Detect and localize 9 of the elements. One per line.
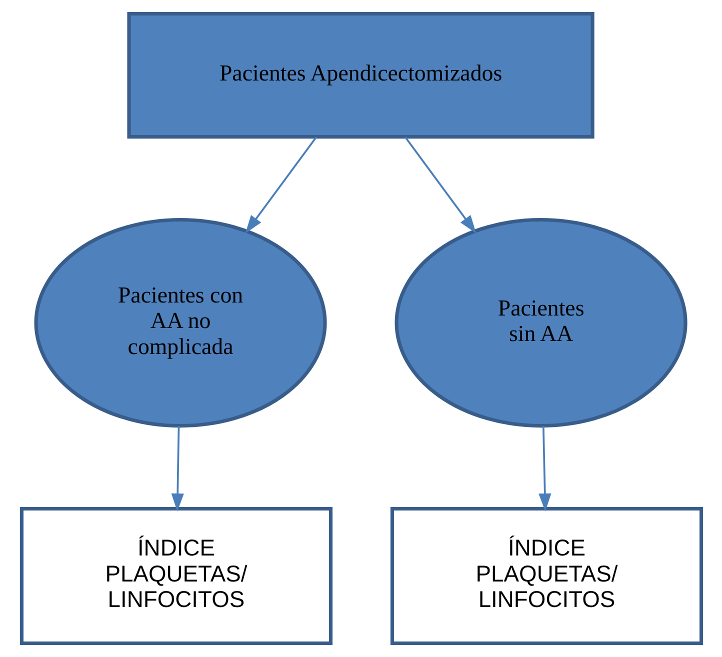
arrow [244,136,316,234]
node-box: Pacientes Apendicectomizados [126,12,594,139]
node-ellipse: Pacientes sin AA [394,218,687,428]
node-box: ÍNDICE PLAQUETAS/ LINFOCITOS [19,506,332,646]
node-box: ÍNDICE PLAQUETAS/ LINFOCITOS [390,506,703,646]
arrow [170,426,184,512]
node-ellipse: Pacientes con AA no complicada [34,218,326,428]
arrow [404,136,476,234]
arrow [538,426,551,512]
